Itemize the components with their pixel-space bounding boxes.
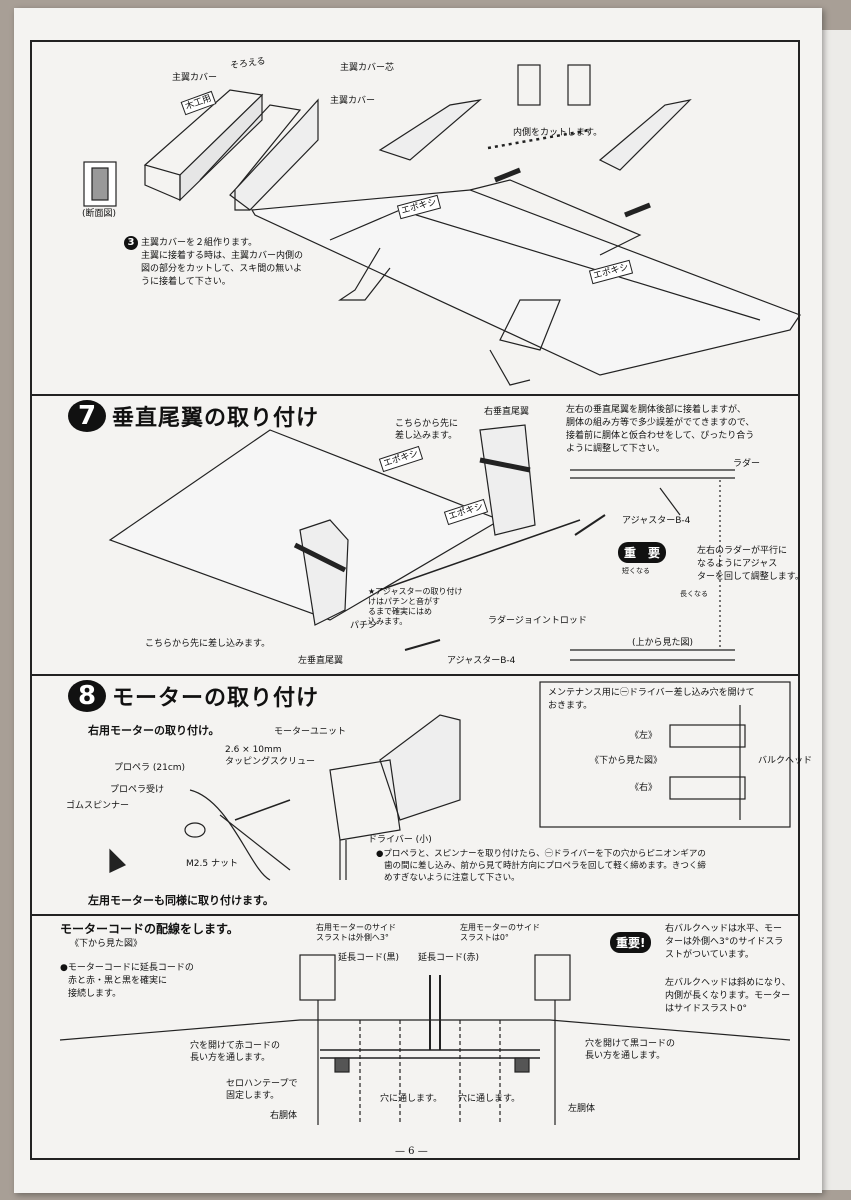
wiring-subtitle: 《下から見た図》 <box>70 939 143 949</box>
label-rudder-rod: ラダージョイントロッド <box>488 616 587 626</box>
label-spinner: ゴムスピンナー <box>66 801 130 811</box>
section7-number: 7 <box>68 400 106 432</box>
wiring-diagram <box>59 954 791 1125</box>
label-wing-cover: 主翼カバー <box>172 73 218 83</box>
label-prop-holder: プロペラ受け <box>110 785 165 795</box>
black-hole-note: 穴を開けて黒コードの長い方を通します。 <box>585 1039 676 1061</box>
label-top-view: (上から見た図) <box>632 638 694 648</box>
propeller-note: ●プロペラと、スピンナーを取り付けたら、㊀ドライバーを下の穴からピニオンギアの歯… <box>376 849 706 883</box>
right-motor-title: 右用モーターの取り付け。 <box>88 724 220 737</box>
rudder-diagram-top <box>570 469 735 661</box>
left-thrust-note: 左用モーターのサイドスラストは0° <box>460 923 540 942</box>
important-text-wiring-2: 左バルクヘッドは斜めになり、内側が長くなります。モーターはサイドスラスト0° <box>665 978 791 1014</box>
page-number: — 6 — <box>395 1146 428 1157</box>
motor-illustration <box>109 714 461 881</box>
right-thrust-note: 右用モーターのサイドスラストは外側へ3° <box>316 923 396 942</box>
airplane-wing-top <box>250 64 801 386</box>
label-pachin: パチン <box>350 621 378 631</box>
label-ext-black: 延長コード(黒) <box>338 953 400 963</box>
important-text-7: 左右のラダーが平行になるようにアジャスターを回して調整します。 <box>697 546 804 582</box>
label-insert-first-top: こちらから先に差し込みます。 <box>395 419 459 441</box>
section7-title: 垂直尾翼の取り付け <box>112 406 320 431</box>
label-adjuster-bottom: アジャスターB-4 <box>447 656 516 666</box>
label-longer: 長くなる <box>680 590 708 598</box>
label-driver: ドライバー (小) <box>368 835 432 845</box>
label-motor-unit: モーターユニット <box>274 727 347 737</box>
label-adjuster-right: アジャスターB-4 <box>622 516 691 526</box>
important-text-wiring-1: 右バルクヘッドは水平、モーターは外側へ3°のサイドスラストがついています。 <box>665 924 784 960</box>
tape-note: セロハンテープで固定します。 <box>226 1079 298 1101</box>
wiring-note: ●モーターコードに延長コードの赤と赤・黒と黒を確実に接続します。 <box>60 963 194 999</box>
section8-title: モーターの取り付け <box>112 686 320 711</box>
label-bottom-view: 《下から見た図》 <box>590 756 663 766</box>
label-left-body: 左胴体 <box>568 1104 596 1114</box>
red-hole-note: 穴を開けて赤コードの長い方を通します。 <box>190 1041 281 1063</box>
label-propeller: プロペラ (21cm) <box>114 763 186 773</box>
left-motor-title: 左用モーターも同様に取り付けます。 <box>88 894 274 907</box>
label-rudder: ラダー <box>733 459 761 469</box>
label-bulkhead: バルクヘッド <box>758 756 813 766</box>
maintenance-note: メンテナンス用に㊀ドライバー差し込み穴を開けておきます。 <box>548 688 755 711</box>
important-badge-wiring: 重要! <box>610 932 652 953</box>
bottom-view-box <box>539 681 791 828</box>
label-right-body: 右胴体 <box>270 1111 298 1121</box>
section7-intro: 左右の垂直尾翼を胴体後部に接着しますが、胴体の組み方等で多少誤差がでてきますので… <box>566 405 755 454</box>
cut-arrow <box>487 128 591 150</box>
label-pass-hole-1: 穴に通します。 <box>380 1094 443 1104</box>
label-left-view: 《左》 <box>630 731 658 741</box>
label-ext-red: 延長コード(赤) <box>418 953 480 963</box>
section7-heading: 7 垂直尾翼の取り付け <box>68 400 319 432</box>
fin-illustration <box>108 424 606 651</box>
label-shorter: 短くなる <box>622 567 650 575</box>
section8-number: 8 <box>68 680 106 712</box>
label-nut: M2.5 ナット <box>186 859 238 869</box>
adjuster-note: ★アジャスターの取り付けけはパチンと音がするまで確実にはめ込みます。 <box>368 587 463 626</box>
step3-number: 3 <box>124 236 138 250</box>
divider-7 <box>32 394 798 396</box>
label-right-fin: 右垂直尾翼 <box>484 407 530 417</box>
label-left-fin: 左垂直尾翼 <box>298 656 344 666</box>
wing-cover-illustration <box>83 89 319 211</box>
label-section-view: (断面図) <box>82 209 117 219</box>
wiring-title: モーターコードの配線をします。 <box>60 922 239 936</box>
label-wing-cover-core: 主翼カバー芯 <box>340 63 395 73</box>
section8-heading: 8 モーターの取り付け <box>68 680 319 712</box>
important-badge-7: 重 要 <box>618 542 667 563</box>
page-frame <box>30 40 800 1160</box>
label-right-view: 《右》 <box>630 783 658 793</box>
divider-8 <box>32 674 798 676</box>
label-wing-cover-2: 主翼カバー <box>330 96 376 106</box>
divider-wiring <box>32 914 798 916</box>
label-cut-inside: 内側をカットします。 <box>513 128 603 138</box>
label-insert-first-bottom: こちらから先に差し込みます。 <box>145 639 271 649</box>
label-pass-hole-2: 穴に通します。 <box>458 1094 521 1104</box>
